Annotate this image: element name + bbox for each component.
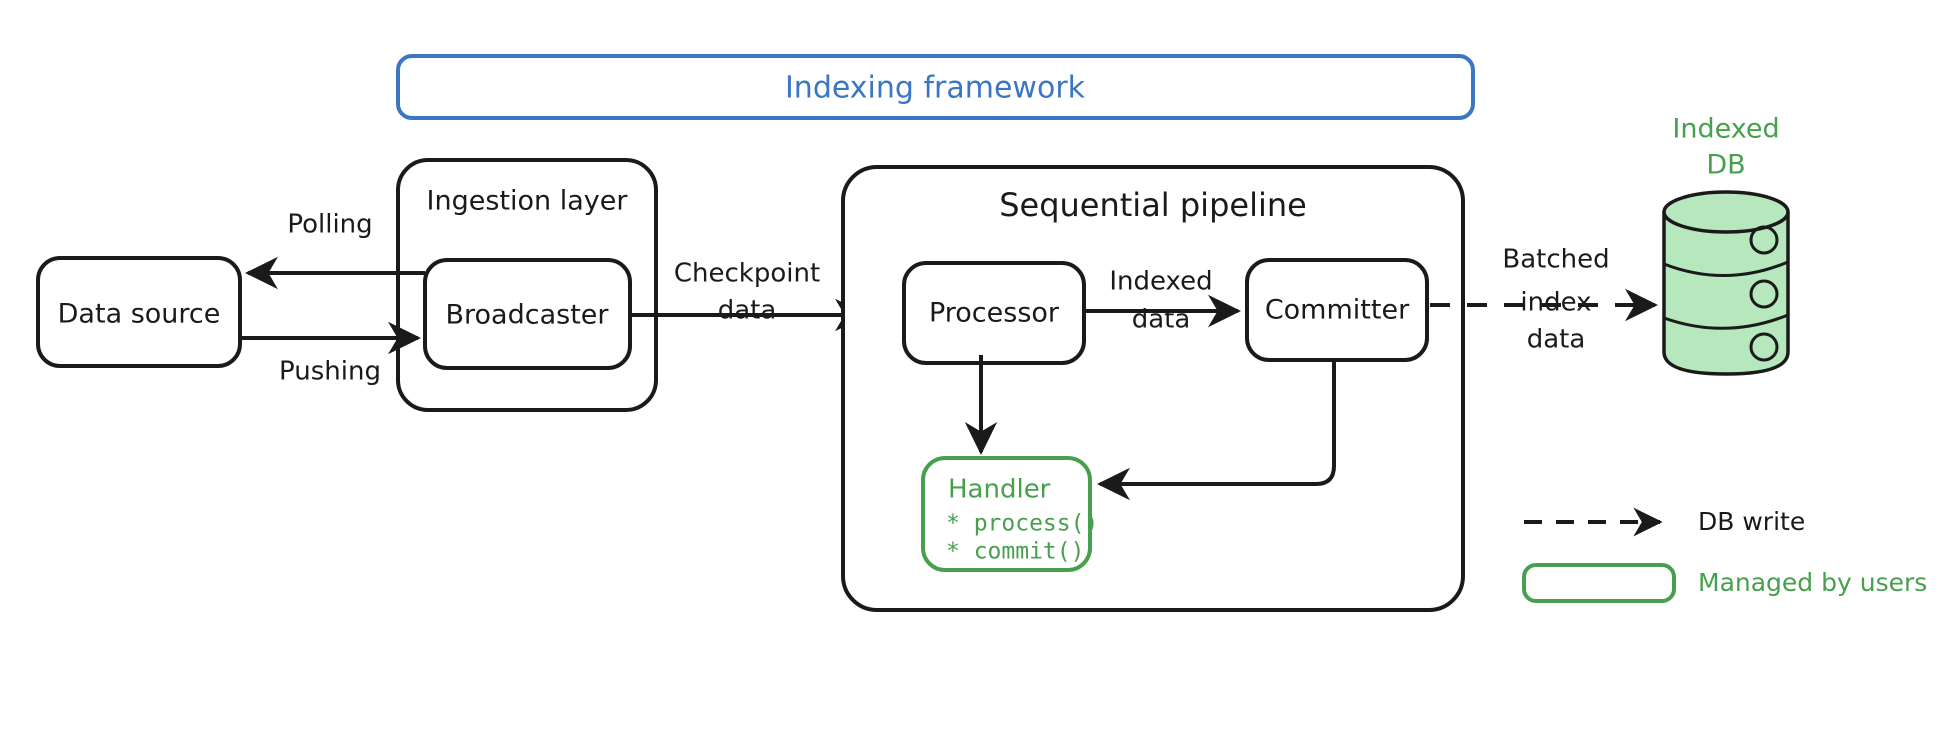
edge-pushing: Pushing — [240, 321, 421, 387]
legend-green-rect-icon — [1522, 563, 1676, 603]
broadcaster-label: Broadcaster — [446, 300, 610, 331]
indexed-db-divider-2 — [1663, 313, 1789, 330]
indexing-framework-container: Indexing framework — [396, 54, 1475, 120]
pushing-label: Pushing — [279, 357, 381, 387]
indexed-db-label-line1: Indexed — [1672, 114, 1779, 145]
indexing-framework-border — [396, 54, 1475, 120]
handler-label: Handler — [948, 475, 1051, 505]
legend-item-db-write: DB write — [1524, 507, 1805, 537]
indexed-data-label-line2: data — [1132, 305, 1191, 335]
committer-box — [1245, 258, 1429, 362]
batched-index-data-label-line1: Batched — [1502, 245, 1609, 275]
indexed-db-top-fill — [1664, 192, 1788, 232]
edge-batched-index-data: Batched index data — [1430, 245, 1658, 355]
batched-index-data-label-line3: data — [1527, 325, 1586, 355]
legend-item-managed-by-users: Managed by users — [1522, 563, 1927, 603]
legend-managed-by-users-label: Managed by users — [1698, 568, 1927, 597]
indexed-db-node[interactable]: Indexed DB — [1662, 114, 1790, 376]
handler-method-commit: * commit() — [946, 539, 1084, 565]
ingestion-layer-label: Ingestion layer — [427, 186, 629, 217]
committer-node[interactable]: Committer — [1245, 258, 1429, 362]
indexed-db-disk-indicator-3 — [1749, 332, 1779, 362]
indexed-db-label-line2: DB — [1706, 150, 1745, 181]
polling-label: Polling — [287, 210, 372, 240]
indexed-data-label-line1: Indexed — [1109, 267, 1212, 297]
broadcaster-node[interactable]: Broadcaster — [423, 258, 632, 370]
committer-label: Committer — [1265, 295, 1410, 326]
edge-checkpoint-data: Checkpoint data — [630, 259, 868, 332]
indexed-db-outline — [1662, 212, 1790, 376]
processor-node[interactable]: Processor — [902, 261, 1086, 365]
indexed-db-top-rim — [1662, 190, 1790, 234]
handler-node[interactable]: Handler * process() * commit() — [921, 456, 1098, 572]
handler-method-process: * process() — [946, 511, 1098, 537]
indexed-db-disk-indicator-2 — [1749, 279, 1779, 309]
processor-label: Processor — [929, 298, 1060, 329]
checkpoint-data-label-line1: Checkpoint — [674, 259, 820, 289]
data-source-box — [36, 256, 242, 368]
edge-committer-to-handler — [1097, 360, 1336, 501]
data-source-label: Data source — [58, 299, 221, 330]
legend-db-write-label: DB write — [1698, 507, 1805, 536]
legend: DB write Managed by users — [1522, 507, 1927, 603]
indexed-db-divider-1 — [1663, 260, 1789, 277]
edge-indexed-data: Indexed data — [1084, 267, 1241, 335]
edge-polling: Polling — [245, 210, 425, 290]
batched-index-data-label-line2: index — [1520, 288, 1591, 318]
committer-to-handler-arrow — [1097, 360, 1336, 501]
checkpoint-data-label-line2: data — [718, 296, 777, 326]
handler-box — [921, 456, 1092, 572]
indexing-framework-label: Indexing framework — [785, 71, 1086, 106]
indexed-db-disk-indicator-1 — [1749, 225, 1779, 255]
data-source-node[interactable]: Data source — [36, 256, 242, 368]
sequential-pipeline-label: Sequential pipeline — [999, 186, 1307, 224]
indexed-db-body — [1664, 212, 1788, 374]
